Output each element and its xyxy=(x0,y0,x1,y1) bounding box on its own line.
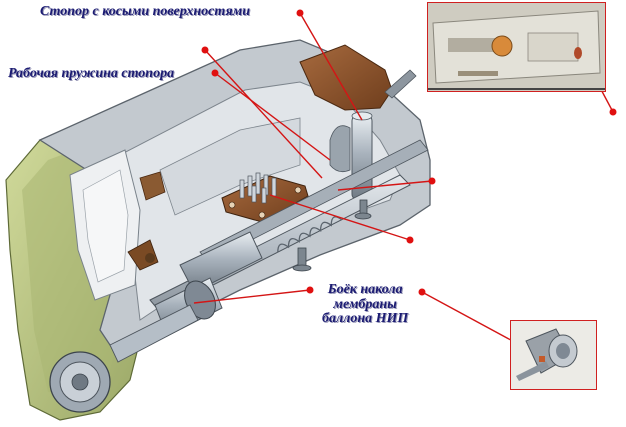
label-striker-line3: баллона НИП xyxy=(322,311,409,327)
inset-top-drawing xyxy=(428,3,605,91)
leader-striker xyxy=(193,289,311,304)
pivot-hook xyxy=(127,239,159,271)
brown-block xyxy=(139,44,393,201)
spring-platform xyxy=(221,172,309,223)
label-striker-line2: мембраны xyxy=(333,296,397,312)
leader-working-spring-a xyxy=(214,72,331,161)
marker-dot xyxy=(428,177,436,185)
marker-dot xyxy=(211,69,219,77)
upper-rod xyxy=(384,69,417,99)
lower-cylinder-assembly xyxy=(109,231,263,363)
label-stopper-surfaces: Стопор с косыми поверхностями xyxy=(40,4,251,19)
leader-lines xyxy=(193,12,614,346)
marker-dot xyxy=(406,236,414,244)
bolts xyxy=(292,199,372,272)
inset-photo-top xyxy=(427,2,606,92)
leader-stopper-surfaces xyxy=(299,12,363,121)
marker-dots xyxy=(201,9,617,296)
label-striker: Боёк накола мембраны баллона НИП xyxy=(322,282,409,327)
label-striker-line1: Боёк накола xyxy=(327,282,403,297)
label-working-spring: Рабочая пружина стопора xyxy=(8,66,175,81)
leader-working-spring-b xyxy=(204,49,323,179)
end-cap xyxy=(49,351,111,413)
marker-dot xyxy=(418,288,426,296)
leader-bottom-inset xyxy=(421,291,521,346)
leader-right-upper xyxy=(337,180,433,191)
inset-photo-bottom xyxy=(510,320,597,390)
marker-dot xyxy=(609,108,617,116)
leader-right-lower xyxy=(269,194,411,241)
marker-dot xyxy=(296,9,304,17)
inset-bottom-drawing xyxy=(511,321,596,389)
marker-dot xyxy=(201,46,209,54)
marker-dot xyxy=(306,286,314,294)
